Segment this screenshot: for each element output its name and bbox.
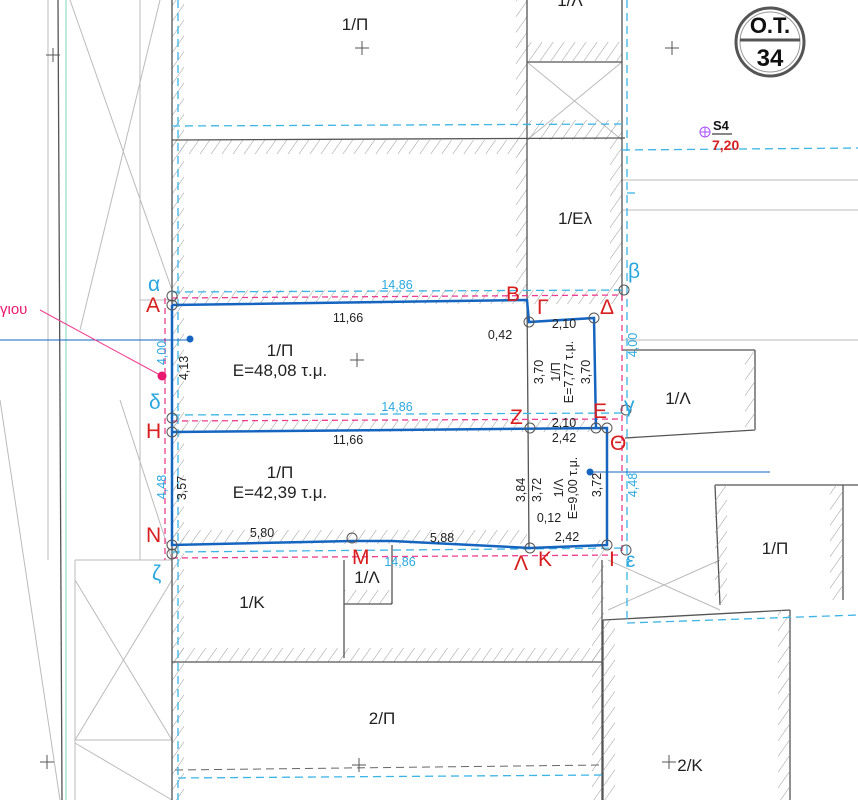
room-label: 1/Π xyxy=(762,539,788,558)
dimension: 3,70 xyxy=(579,360,593,384)
dimension: 14,86 xyxy=(381,278,412,292)
dimension: 3,72 xyxy=(590,473,604,497)
dimension: 5,88 xyxy=(430,531,454,545)
point-label: ε xyxy=(626,549,635,572)
dimension: 3,57 xyxy=(175,476,189,500)
point-label: Α xyxy=(146,294,160,317)
point-label: Δ xyxy=(600,296,614,319)
point-label: Ν xyxy=(146,524,161,547)
block-number-marker: Ο.Τ. 34 xyxy=(734,6,806,78)
pink-dashed-boundaries xyxy=(164,294,623,560)
dimension: 4,00 xyxy=(626,333,640,357)
dimension: 14,86 xyxy=(384,555,415,569)
side-label: γιου xyxy=(0,301,27,318)
dimension: 4,48 xyxy=(626,473,640,497)
room-label: 1/Π xyxy=(342,15,368,34)
point-label: Κ xyxy=(538,548,552,571)
room-label: 1/Λ xyxy=(665,389,691,408)
point-labels-red: Α Β Γ Δ Ζ Ε Θ Η Ν Μ Λ Κ Ι xyxy=(146,283,626,575)
point-label: Θ xyxy=(610,432,626,455)
benchmark-elevation: 7,20 xyxy=(712,137,739,153)
point-labels-blue: α β δ γ ζ ε xyxy=(148,260,640,585)
dimension: 0,12 xyxy=(537,511,561,525)
point-label: β xyxy=(628,260,640,283)
block-label-number: 34 xyxy=(757,45,784,72)
point-label: Μ xyxy=(352,546,370,569)
dimension: 2,10 xyxy=(552,416,576,430)
point-label: δ xyxy=(149,391,161,414)
point-label: ζ xyxy=(152,562,161,585)
parcel-label: 1/Π xyxy=(549,362,563,381)
room-label: 1/Ελ xyxy=(558,209,593,228)
block-label-top: Ο.Τ. xyxy=(750,13,790,38)
room-label: 2/Π xyxy=(369,709,395,728)
parcel-area: Ε=7,77 τ.μ. xyxy=(562,341,576,404)
parcel-area: Ε=48,08 τ.μ. xyxy=(233,361,328,380)
dimension: 3,70 xyxy=(532,360,546,384)
leader-lines xyxy=(0,309,770,476)
dimension: 3,84 xyxy=(514,478,528,502)
parcel-area: Ε=9,00 τ.μ. xyxy=(566,457,580,520)
parcel-label: 1/Λ xyxy=(552,478,566,497)
point-label: Γ xyxy=(537,296,549,319)
dimension: 11,66 xyxy=(333,311,363,325)
parcel-label: 1/Π xyxy=(267,463,293,482)
building-outlines xyxy=(171,0,626,800)
parcel-labels: 1/Π Ε=48,08 τ.μ. 1/Π Ε=42,39 τ.μ. 1/Π Ε=… xyxy=(233,341,580,520)
point-label: Ζ xyxy=(510,406,523,429)
room-label: 1/Λ xyxy=(557,0,583,10)
point-label: α xyxy=(148,273,160,296)
dimensions-black: 11,66 11,66 4,13 3,57 5,80 5,88 2,10 2,1… xyxy=(175,311,604,545)
room-label: 2/Κ xyxy=(677,756,703,775)
benchmark-id: S4 xyxy=(713,118,730,133)
parcel-area: Ε=42,39 τ.μ. xyxy=(233,483,328,502)
dimension: 4,48 xyxy=(155,475,169,499)
room-labels: 1/Π 1/Λ 1/Ελ 1/Λ 1/Π 1/Κ 1/Λ 2/Π 2/Κ xyxy=(239,0,788,775)
room-label: 1/Κ xyxy=(239,593,265,612)
dimension: 4,00 xyxy=(155,341,169,365)
dimension: 2,42 xyxy=(555,530,579,544)
dimension: 2,42 xyxy=(552,431,576,445)
benchmark-s4: S4 7,20 xyxy=(699,118,739,153)
blue-dashed-boundaries xyxy=(171,0,858,800)
survey-points xyxy=(166,284,632,560)
room-label: 1/Λ xyxy=(354,568,380,587)
dimension: 5,80 xyxy=(250,526,274,540)
parcel-label: 1/Π xyxy=(267,341,293,360)
dimension: 2,10 xyxy=(552,317,576,331)
point-label: Ε xyxy=(593,400,607,423)
point-label: Η xyxy=(146,420,161,443)
dimension: 3,72 xyxy=(530,478,544,502)
dimension: 4,13 xyxy=(177,356,191,380)
point-label: Β xyxy=(506,283,520,306)
dimensions-blue: 14,86 14,86 14,86 4,00 4,48 4,00 4,48 xyxy=(155,278,640,569)
wall-hatching xyxy=(172,0,843,800)
point-label: γ xyxy=(624,394,635,417)
dimension: 14,86 xyxy=(381,400,412,414)
parcel-boundaries xyxy=(170,298,609,550)
point-label: Ι xyxy=(609,548,615,571)
dimension: 11,66 xyxy=(333,433,363,447)
grid-crosses xyxy=(40,41,679,772)
point-label: Λ xyxy=(514,552,528,575)
dimension: 0,42 xyxy=(488,328,512,342)
